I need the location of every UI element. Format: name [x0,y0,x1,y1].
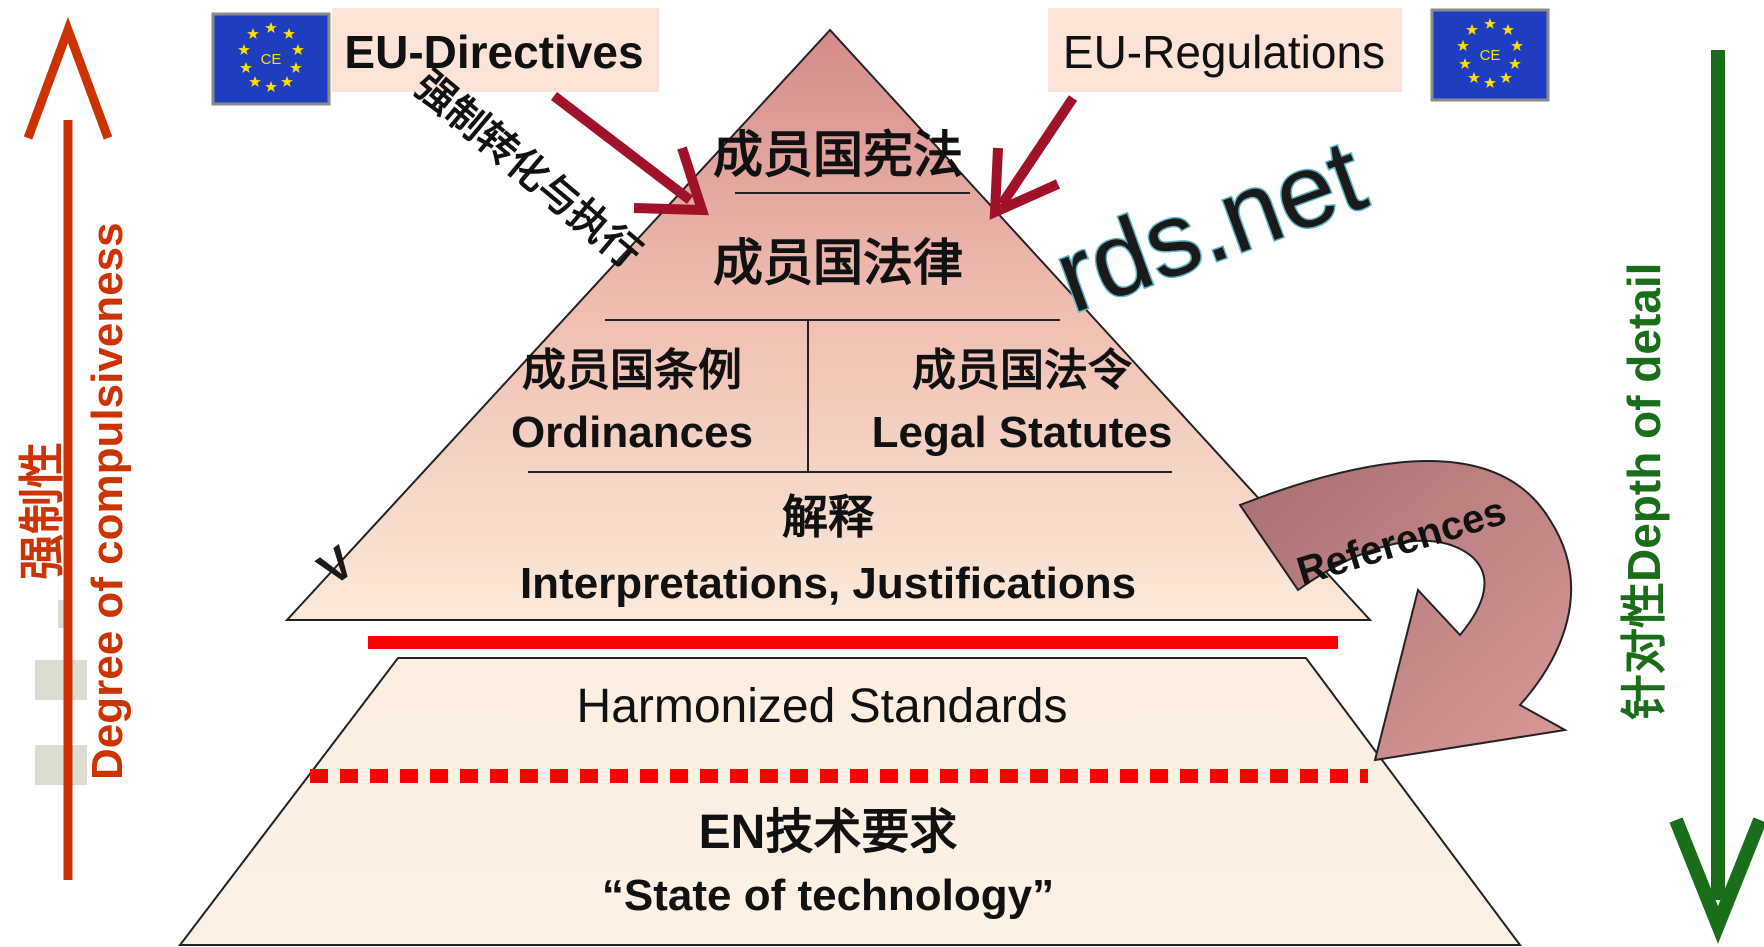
ce-mark-icon: CE [1480,47,1501,64]
transpose-label: 强制转化与执行 [406,63,649,277]
directive-arrow-shaft [550,92,694,204]
depth-arrowhead-icon [1669,817,1764,944]
watermark-text: rds.net [1041,117,1380,335]
directive-arrowhead-icon [633,146,709,216]
decorative-block [58,600,68,628]
regulation-arrowhead-icon [989,147,1061,220]
references-arrow-icon [1238,460,1573,762]
regulation-arrow [989,95,1078,220]
ordinance-cn-label: 成员国条例 [522,346,742,395]
regulations-box [1048,8,1402,92]
interp-en-label: Interpretations, Justifications [520,559,1136,608]
separator-bar [368,636,1338,649]
depth-label: 针对性Depth of detail [1618,263,1670,720]
compulsiveness-cn-label: 强制性 [16,442,68,580]
compulsiveness-en-label: Degree of compulsiveness [83,222,132,780]
directive-arrow [550,92,709,216]
directives-box [332,8,659,92]
ordinance-en-label: Ordinances [511,408,753,457]
lower-pyramid [177,657,1522,946]
ce-mark-icon: CE [261,51,282,68]
compulsiveness-axis: 强制性 Degree of compulsiveness [16,17,132,880]
decorative-block [35,745,87,785]
decorative-block [35,660,87,700]
constitution-label: 成员国宪法 [713,127,963,183]
harmonized-label: Harmonized Standards [577,680,1068,733]
interp-cn-label: 解释 [782,491,875,543]
compulsiveness-arrowhead-icon [23,17,113,140]
eu-flag-left: CE [211,12,331,106]
state-of-technology-label: “State of technology” [602,871,1054,920]
eu-flag-right: CE [1430,8,1550,102]
directives-label: EU-Directives [344,26,643,78]
statute-cn-label: 成员国法令 [912,346,1133,395]
depth-axis: 针对性Depth of detail [1618,50,1764,944]
regulations-label: EU-Regulations [1063,26,1385,78]
statute-en-label: Legal Statutes [872,408,1173,457]
en-requirements-label: EN技术要求 [699,806,958,859]
law-label: 成员国法律 [713,235,963,291]
regulation-arrow-shaft [997,95,1078,207]
